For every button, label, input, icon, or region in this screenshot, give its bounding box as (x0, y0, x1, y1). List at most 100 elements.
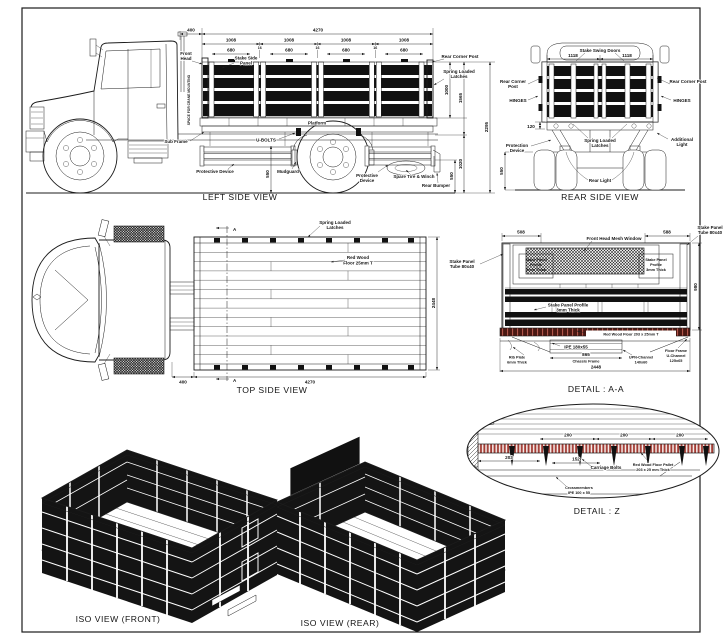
top-view-dimensions: 2448 400 4270 (171, 236, 440, 385)
dim-panel-3: 680 (342, 48, 350, 53)
rib-plates (507, 339, 540, 352)
protective-device-racks (199, 145, 436, 167)
label-platform: Platform (308, 121, 326, 126)
label-rear-light: Rear Light (589, 178, 612, 183)
mudguard (292, 134, 374, 151)
svg-text:Floor 25mm T: Floor 25mm T (343, 261, 373, 266)
top-view-labels: Spring Loaded Latches Red Wood Floor 25m… (307, 219, 374, 266)
label-rear-corner-post: Rear Corner Post (441, 54, 479, 59)
detail-z-dimensions: 200 200 200 203 152 (477, 432, 709, 465)
section-marker-a-top: A (233, 227, 237, 232)
svg-text:140x60: 140x60 (635, 361, 648, 365)
label-profile-right: Stake Panel (645, 258, 666, 262)
caption-detail-aa: DETAIL : A-A (568, 384, 624, 394)
detail-z-labels: Carriage Bolts Red Wood Floor Pallet 203… (555, 452, 675, 496)
svg-text:Latches: Latches (591, 143, 609, 148)
caption-iso-front: ISO VIEW (FRONT) (76, 614, 161, 624)
dim-panel-1: 680 (227, 48, 235, 53)
cab-top (31, 219, 171, 381)
label-rib-plate: Rib Plate (509, 356, 525, 360)
label-stake-swing-doors: Stake Swing Doors (580, 48, 621, 53)
dim-overall-length: 4270 (313, 28, 324, 33)
grip-strip-top (113, 225, 165, 243)
chassis-stub-1 (211, 584, 241, 607)
svg-text:U-Channel: U-Channel (667, 354, 686, 358)
stake-bed-side (199, 57, 438, 146)
dim-120: 120 (527, 124, 535, 129)
label-tube-right: Stake Panel (697, 225, 722, 230)
dim-980: 980 (693, 283, 698, 291)
label-crossmembers: Crossmembers (565, 486, 593, 490)
label-protective-device-2: Protective (356, 173, 378, 178)
svg-text:Tube 80x40: Tube 80x40 (450, 264, 475, 269)
label-stake-side-panel: Stake Side (235, 56, 258, 61)
label-front-head: Front (180, 51, 192, 56)
detail-z-section (467, 404, 718, 497)
dim-door-right: 1118 (622, 53, 632, 58)
front-wheel (42, 118, 118, 194)
svg-text:3mm Thick: 3mm Thick (526, 268, 547, 272)
svg-text:Tube 80x40: Tube 80x40 (698, 230, 723, 235)
dim-panel-4: 680 (400, 48, 408, 53)
dim-gap-3: 16 (373, 46, 377, 50)
label-red-wood-floor-aa: Red Wood Floor 203 x 25mm T (603, 333, 659, 337)
label-additional-light: Additional (671, 137, 693, 142)
bed-top (193, 236, 427, 371)
dim-588: 588 (663, 230, 671, 235)
dim-152: 152 (572, 457, 580, 462)
dim-bay-1: 1008 (226, 38, 237, 43)
svg-text:3mm Thick: 3mm Thick (646, 268, 667, 272)
svg-text:3mm Thick: 3mm Thick (556, 308, 580, 313)
label-spring-latches: Spring Loaded (443, 69, 475, 74)
label-floor-frame: Floor Frame (665, 349, 687, 353)
detail-aa-labels: Front Head Mesh Window Stake Panel Tube … (449, 224, 724, 365)
svg-text:Device: Device (360, 178, 375, 183)
stake-posts (208, 61, 425, 118)
label-protective-device: Protective Device (196, 169, 234, 174)
label-u-bolts: U-BOLTS (256, 138, 276, 143)
dim-overall-height: 2295 (484, 121, 489, 132)
chassis-rails-top (169, 281, 195, 331)
iso-view-rear: ISO VIEW (REAR) (275, 435, 507, 632)
label-red-wood-pallet: Red Wood Floor Pallet (633, 463, 674, 467)
red-wood-floor-strip (477, 443, 715, 454)
front-panel-frame-2 (241, 552, 259, 582)
dim-panel-2: 680 (285, 48, 293, 53)
dim-bay-4: 1008 (399, 38, 410, 43)
dim-200-1: 200 (564, 433, 572, 438)
section-line-aa: A A (215, 226, 237, 383)
label-tube-left: Stake Panel (449, 259, 474, 264)
label-rear-bumper: Rear Bumper (422, 183, 451, 188)
svg-text:Latches: Latches (326, 225, 344, 230)
label-spare-tire: Spare Tire & Winch (393, 174, 434, 179)
front-panel-frame-1 (241, 518, 259, 548)
label-spring-latches-top: Spring Loaded (319, 220, 351, 225)
label-protection-device: Protection (506, 143, 529, 148)
carriage-bolts (509, 446, 709, 466)
svg-text:Panel: Panel (240, 61, 252, 66)
caption-top-side-view: TOP SIDE VIEW (237, 385, 308, 395)
rear-undercarriage (533, 121, 667, 191)
section-marker-a-bottom: A (233, 378, 237, 383)
dim-203: 203 (505, 455, 513, 460)
label-rear-corner-post-left: Rear Corner (500, 79, 526, 84)
label-crane-space: SPACE FOR CRANE MOUNTING (187, 74, 191, 125)
dim-top-400: 400 (179, 380, 187, 385)
grip-strip-bottom (113, 357, 165, 375)
detail-aa-dimensions: 508 588 980 865 Chassis Frame 2448 (499, 229, 702, 373)
left-view-dimensions: 400 4270 1008 1008 1008 1008 680 680 680… (179, 27, 495, 194)
svg-text:Device: Device (510, 148, 525, 153)
dim-bay-3: 1008 (341, 38, 352, 43)
dim-gap-1: 16 (258, 46, 262, 50)
label-hinges-right: HINGES (673, 98, 690, 103)
label-mesh-window: Front Head Mesh Window (587, 236, 642, 241)
dim-device-height: 550 (265, 170, 270, 178)
floor-label-backing (586, 330, 676, 337)
dim-platform-height: 1020 (458, 158, 463, 169)
label-upn: UPN-Channel (629, 356, 653, 360)
chassis-stub-2 (227, 594, 257, 617)
svg-text:Post: Post (508, 84, 518, 89)
iso-view-front: ISO VIEW (FRONT) (40, 449, 279, 624)
